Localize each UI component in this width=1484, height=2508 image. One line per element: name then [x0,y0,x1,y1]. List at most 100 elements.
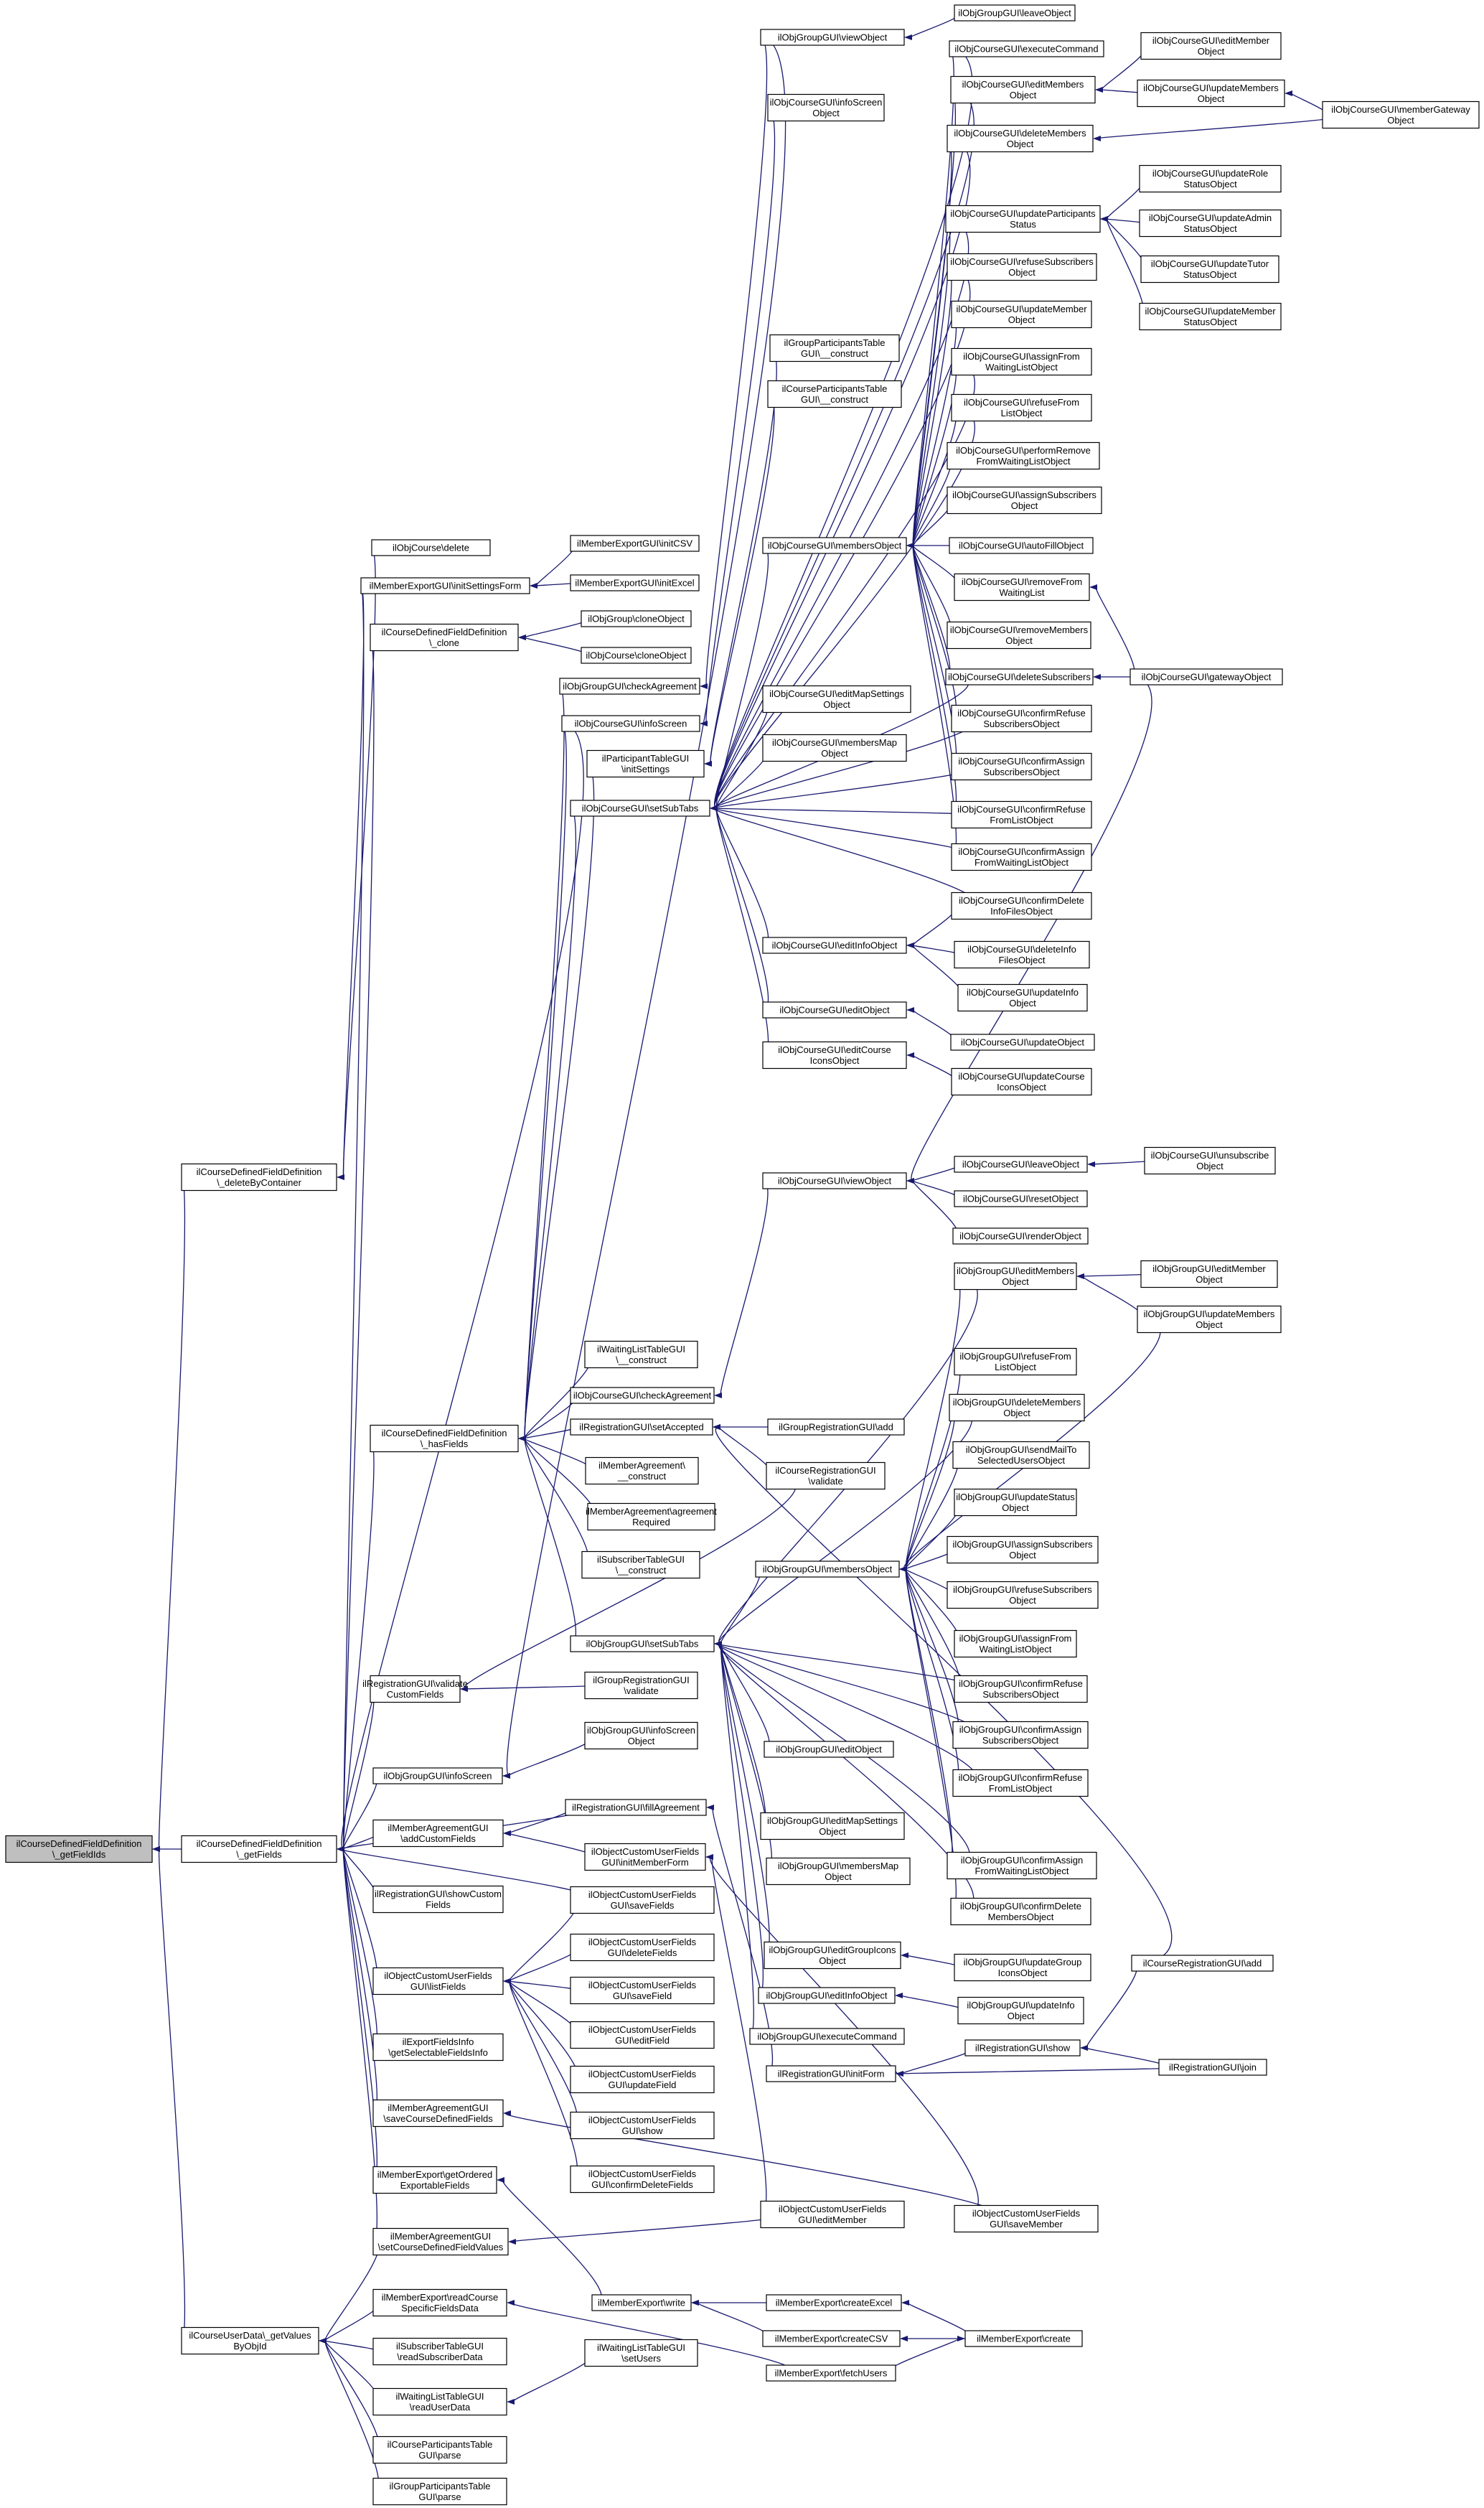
function-node[interactable]: ilWaitingListTableGUI\setUsers [584,2339,698,2367]
function-node[interactable]: ilWaitingListTableGUI\readUserData [372,2387,507,2416]
function-node[interactable]: ilObjCourseGUI\performRemoveFromWaitingL… [947,441,1100,470]
function-node[interactable]: ilObjCourseGUI\confirmRefuseFromListObje… [951,800,1092,829]
function-node[interactable]: ilObjCourseGUI\deleteSubscribers [945,668,1094,686]
function-node[interactable]: ilObjCourseGUI\membersObject [762,537,907,554]
root-node[interactable]: ilCourseDefinedFieldDefinition\_getField… [5,1835,153,1863]
function-node[interactable]: ilObjCourse\cloneObject [581,647,692,664]
function-node[interactable]: ilObjCourseGUI\updateObject [950,1034,1095,1051]
function-node[interactable]: ilMemberAgreementGUI\setCourseDefinedFie… [372,2227,509,2256]
function-node[interactable]: ilMemberExportGUI\initSettingsForm [360,577,530,594]
function-node[interactable]: ilObjCourse\delete [371,539,491,556]
function-node[interactable]: ilCourseRegistrationGUI\validate [766,1461,886,1490]
function-node[interactable]: ilObjGroupGUI\confirmAssignSubscribersOb… [952,1721,1089,1749]
function-node[interactable]: ilObjCourseGUI\confirmAssignFromWaitingL… [951,843,1092,871]
function-node[interactable]: ilMemberExportGUI\initCSV [570,535,700,552]
function-node[interactable]: ilObjCourseGUI\infoScreen [561,715,700,732]
function-node[interactable]: ilObjGroupGUI\leaveObject [954,4,1076,22]
function-node[interactable]: ilRegistrationGUI\initForm [766,2065,896,2082]
function-node[interactable]: ilObjGroup\cloneObject [581,610,692,627]
function-node[interactable]: ilObjCourseGUI\assignFromWaitingListObje… [951,347,1092,376]
function-node[interactable]: ilObjCourseGUI\autoFillObject [949,537,1094,554]
function-node[interactable]: ilWaitingListTableGUI\__construct [584,1340,698,1369]
function-node[interactable]: ilObjGroupGUI\confirmRefuseFromListObjec… [952,1769,1089,1797]
function-node[interactable]: ilObjCourseGUI\resetObject [954,1190,1088,1207]
function-node[interactable]: ilMemberAgreement\__construct [585,1456,699,1485]
function-node[interactable]: ilMemberAgreementGUI\saveCourseDefinedFi… [372,2099,504,2128]
function-node[interactable]: ilMemberAgreementGUI\addCustomFields [372,1819,504,1848]
function-node[interactable]: ilObjCourseGUI\confirmAssignSubscribersO… [951,752,1092,781]
function-node[interactable]: ilObjCourseGUI\editInfoObject [762,937,907,954]
function-node[interactable]: ilObjGroupGUI\infoScreen [372,1767,503,1784]
function-node[interactable]: ilObjectCustomUserFieldsGUI\initMemberFo… [584,1843,706,1871]
function-node[interactable]: ilObjGroupGUI\membersObject [755,1561,900,1578]
function-node[interactable]: ilObjGroupGUI\sendMailToSelectedUsersObj… [952,1441,1090,1469]
function-node[interactable]: ilSubscriberTableGUI\readSubscriberData [372,2337,507,2366]
function-node[interactable]: ilParticipantTableGUI\initSettings [586,749,705,778]
function-node[interactable]: ilMemberExport\getOrderedExportableField… [372,2166,497,2194]
function-node[interactable]: ilMemberExport\createCSV [762,2330,901,2347]
function-node[interactable]: ilSubscriberTableGUI\__construct [581,1550,700,1579]
function-node[interactable]: ilObjCourseGUI\viewObject [762,1172,907,1189]
function-node[interactable]: ilObjGroupGUI\assignFromWaitingListObjec… [954,1629,1077,1658]
function-node[interactable]: ilObjGroupGUI\checkAgreement [559,678,700,695]
function-node[interactable]: ilRegistrationGUI\setAccepted [570,1418,713,1436]
function-node[interactable]: ilMemberExport\fetchUsers [766,2364,896,2382]
function-node[interactable]: ilObjCourseGUI\executeCommand [949,40,1104,57]
function-node[interactable]: ilMemberExport\create [964,2330,1083,2347]
function-node[interactable]: ilRegistrationGUI\join [1158,2059,1267,2076]
function-node[interactable]: ilRegistrationGUI\show [964,2039,1081,2057]
function-node[interactable]: ilCourseDefinedFieldDefinition\_clone [370,623,519,652]
function-node[interactable]: ilObjCourseGUI\leaveObject [954,1156,1088,1173]
function-node[interactable]: ilObjCourseGUI\renderObject [952,1227,1089,1245]
function-node[interactable]: ilObjGroupGUI\confirmRefuseSubscribersOb… [954,1675,1088,1703]
function-node[interactable]: ilObjGroupGUI\editObject [764,1741,894,1758]
function-node[interactable]: ilObjGroupGUI\confirmAssignFromWaitingLi… [947,1851,1097,1880]
function-node[interactable]: ilCourseDefinedFieldDefinition\_hasField… [370,1424,519,1453]
function-node[interactable]: ilRegistrationGUI\fillAgreement [565,1799,707,1816]
function-node[interactable]: ilGroupRegistrationGUI\add [767,1418,905,1436]
